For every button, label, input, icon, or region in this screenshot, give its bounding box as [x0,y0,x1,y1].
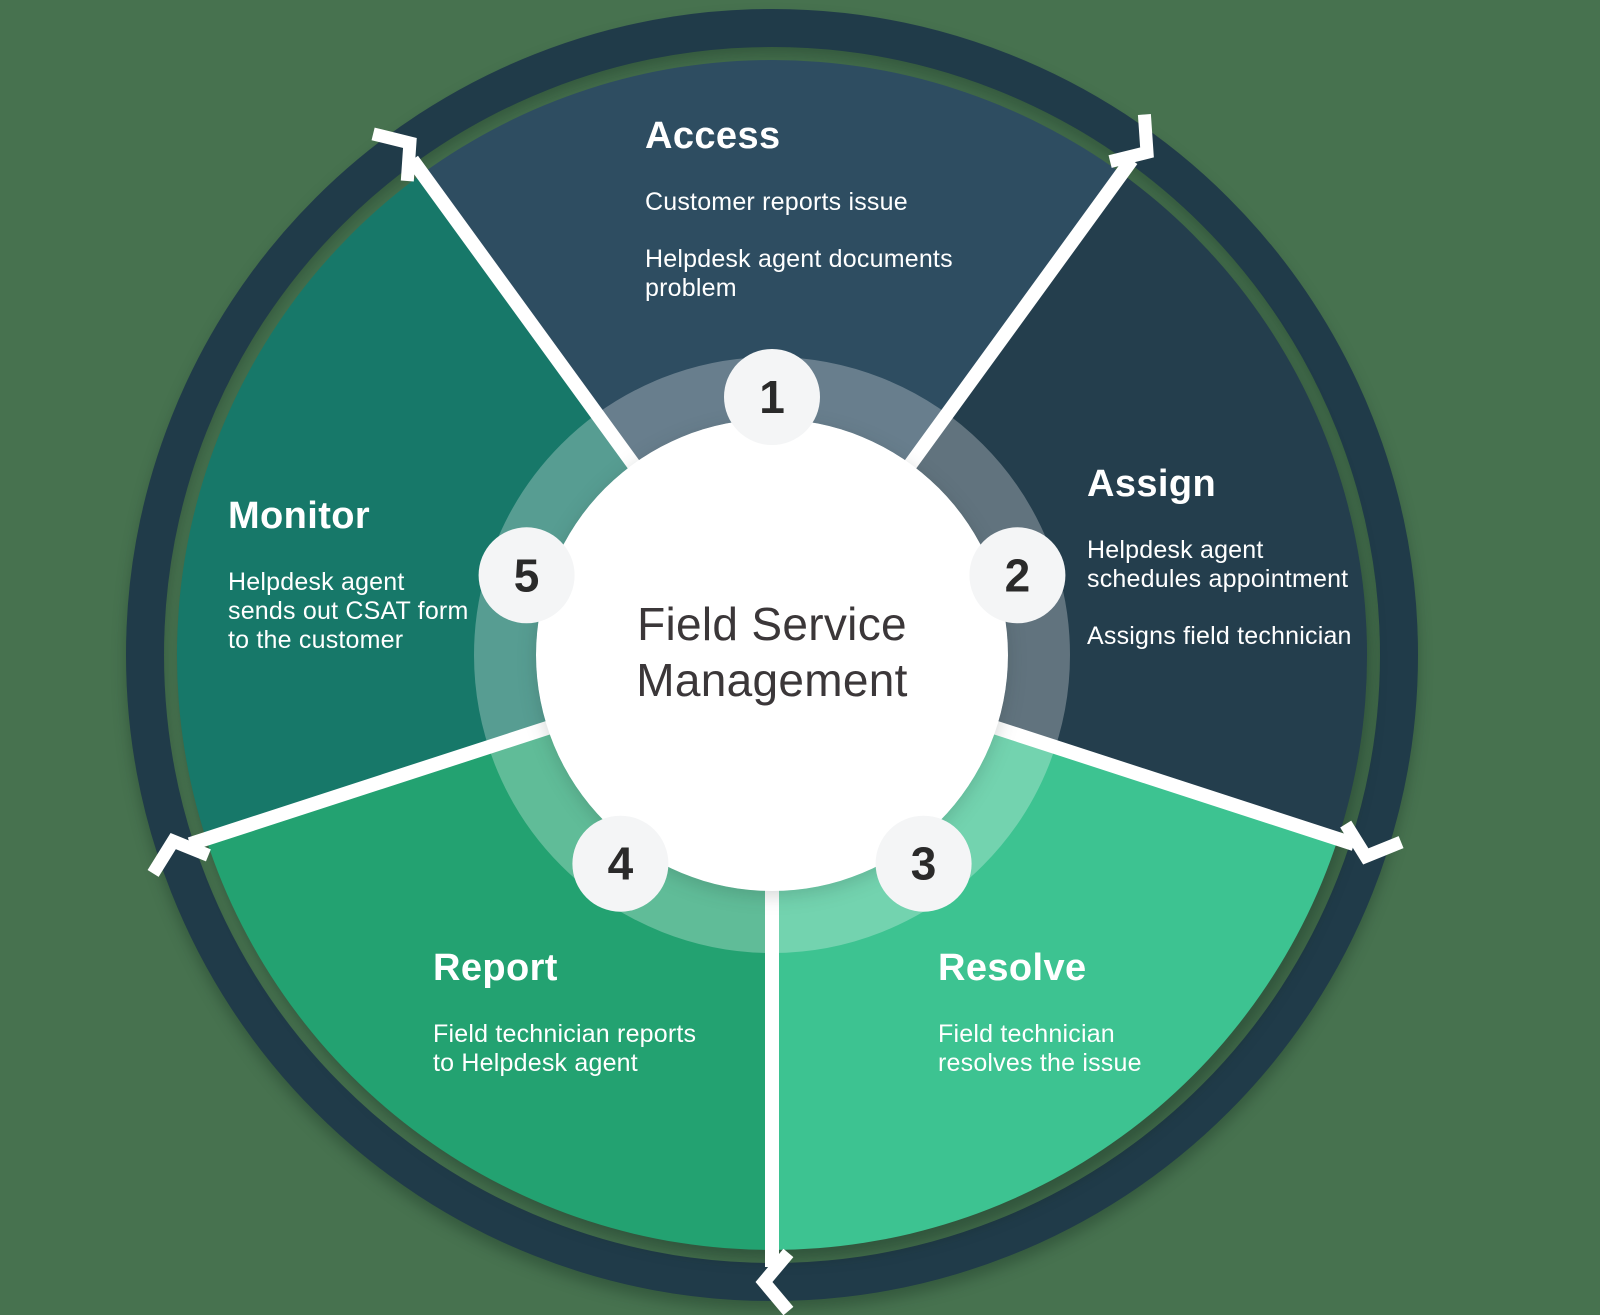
step-number: 4 [608,838,634,890]
step-label-report: Report Field technician reports to Helpd… [433,946,696,1106]
step-description: Helpdesk agent schedules appointment [1087,536,1349,593]
step-badge-3 [875,815,972,912]
step-label-resolve: Resolve Field technician resolves the is… [938,946,1142,1106]
flow-direction-chevron [1340,820,1404,865]
divider-line [406,155,678,522]
step-label-monitor: Monitor Helpdesk agent sends out CSAT fo… [228,494,468,683]
step-title-monitor: Monitor [228,495,371,537]
step-description: Customer reports issue [645,188,908,216]
step-number: 2 [1005,549,1031,601]
center-title: Field Service Management [636,598,908,706]
step-title-assign: Assign [1087,463,1217,505]
divider-line [866,155,1138,522]
step-number: 1 [759,371,785,423]
step-description: Field technician reports to Helpdesk age… [433,1020,697,1077]
divider-line [187,700,613,851]
step-description: Helpdesk agent sends out CSAT form to th… [228,568,469,654]
flow-direction-chevron [1108,114,1154,168]
step-badge-2 [969,527,1066,624]
step-label-assign: Assign Helpdesk agent schedules appointm… [1087,462,1352,679]
center-circle [536,419,1008,891]
step-description: Assigns field technician [1087,622,1352,650]
step-number: 5 [514,549,540,601]
step-badge-4 [572,815,669,912]
step-description: Helpdesk agent documents problem [645,245,953,302]
step-badge-5 [478,527,575,624]
flow-direction-chevron [755,1248,794,1315]
step-label-access: Access Customer reports issue Helpdesk a… [645,114,953,331]
step-title-resolve: Resolve [938,947,1087,989]
step-number: 3 [911,838,937,890]
step-title-access: Access [645,115,781,157]
flow-direction-chevron [371,127,417,182]
flow-direction-chevron [147,833,211,877]
step-title-report: Report [433,947,558,989]
step-description: Field technician resolves the issue [938,1020,1142,1077]
step-badge-1 [724,349,820,445]
divider-line [931,700,1357,851]
